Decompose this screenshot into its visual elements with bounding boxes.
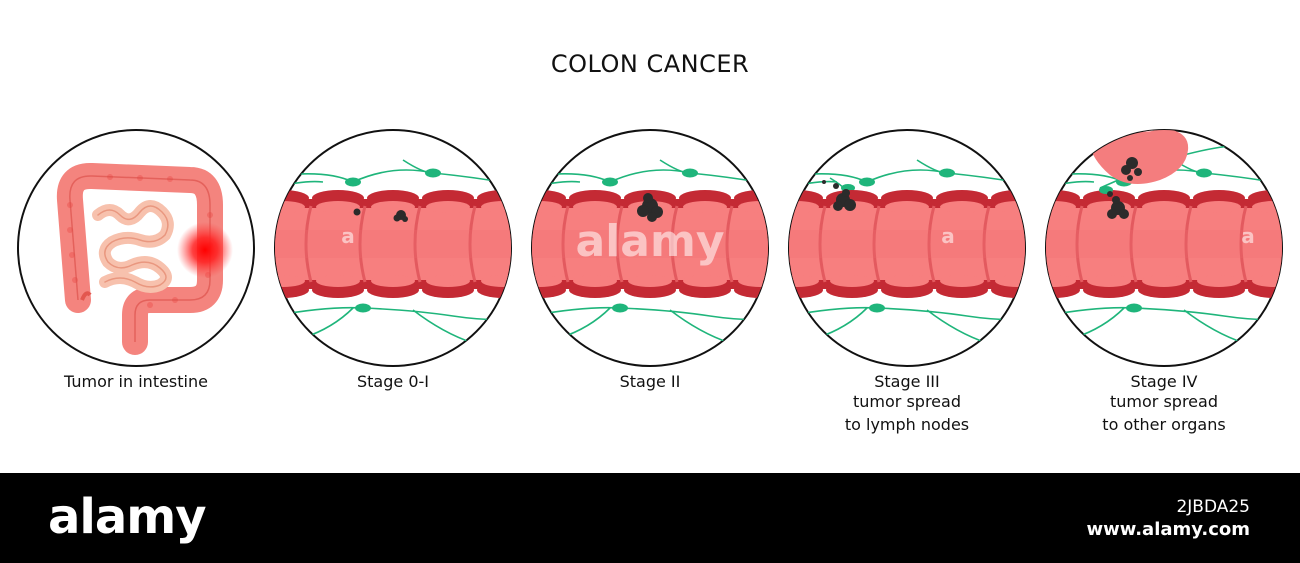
watermark-footer: alamy 2JBDA25 www.alamy.com — [0, 473, 1300, 563]
svg-text:alamy: alamy — [576, 216, 725, 267]
label-line: Stage III — [874, 372, 940, 391]
label-stage-2: Stage II — [530, 372, 770, 392]
panel-stage-4 — [1045, 129, 1283, 367]
label-line: Stage II — [619, 372, 681, 391]
label-stage-0-1: Stage 0-I — [273, 372, 513, 392]
alamy-logo: alamy — [48, 489, 207, 545]
footer-url: www.alamy.com — [1086, 519, 1250, 540]
label-stage-4: Stage IV tumor spread to other organs — [1044, 372, 1284, 435]
label-line: Stage 0-I — [357, 372, 429, 391]
svg-text:a: a — [1241, 224, 1255, 248]
label-line: tumor spread — [1110, 392, 1218, 411]
label-line: to lymph nodes — [844, 415, 970, 434]
label-line: Tumor in intestine — [64, 372, 208, 391]
svg-text:a: a — [341, 224, 355, 248]
label-line: to other organs — [1102, 415, 1226, 434]
label-line: tumor spread — [853, 392, 961, 411]
panel-stage-0-1 — [274, 129, 512, 367]
panel-stage-3 — [788, 129, 1026, 367]
illustration-canvas: alamy — [16, 50, 1284, 435]
label-intestine: Tumor in intestine — [16, 372, 256, 392]
panel-stage-2: alamy — [531, 129, 769, 367]
diagram-svg: alamy — [17, 129, 1283, 367]
page-title: COLON CANCER — [550, 50, 750, 78]
label-stage-3: Stage III tumor spread to lymph nodes — [787, 372, 1027, 435]
image-id: 2JBDA25 — [1176, 497, 1250, 517]
label-line: Stage IV — [1130, 372, 1198, 391]
panel-intestine — [17, 129, 255, 367]
svg-text:a: a — [941, 224, 955, 248]
